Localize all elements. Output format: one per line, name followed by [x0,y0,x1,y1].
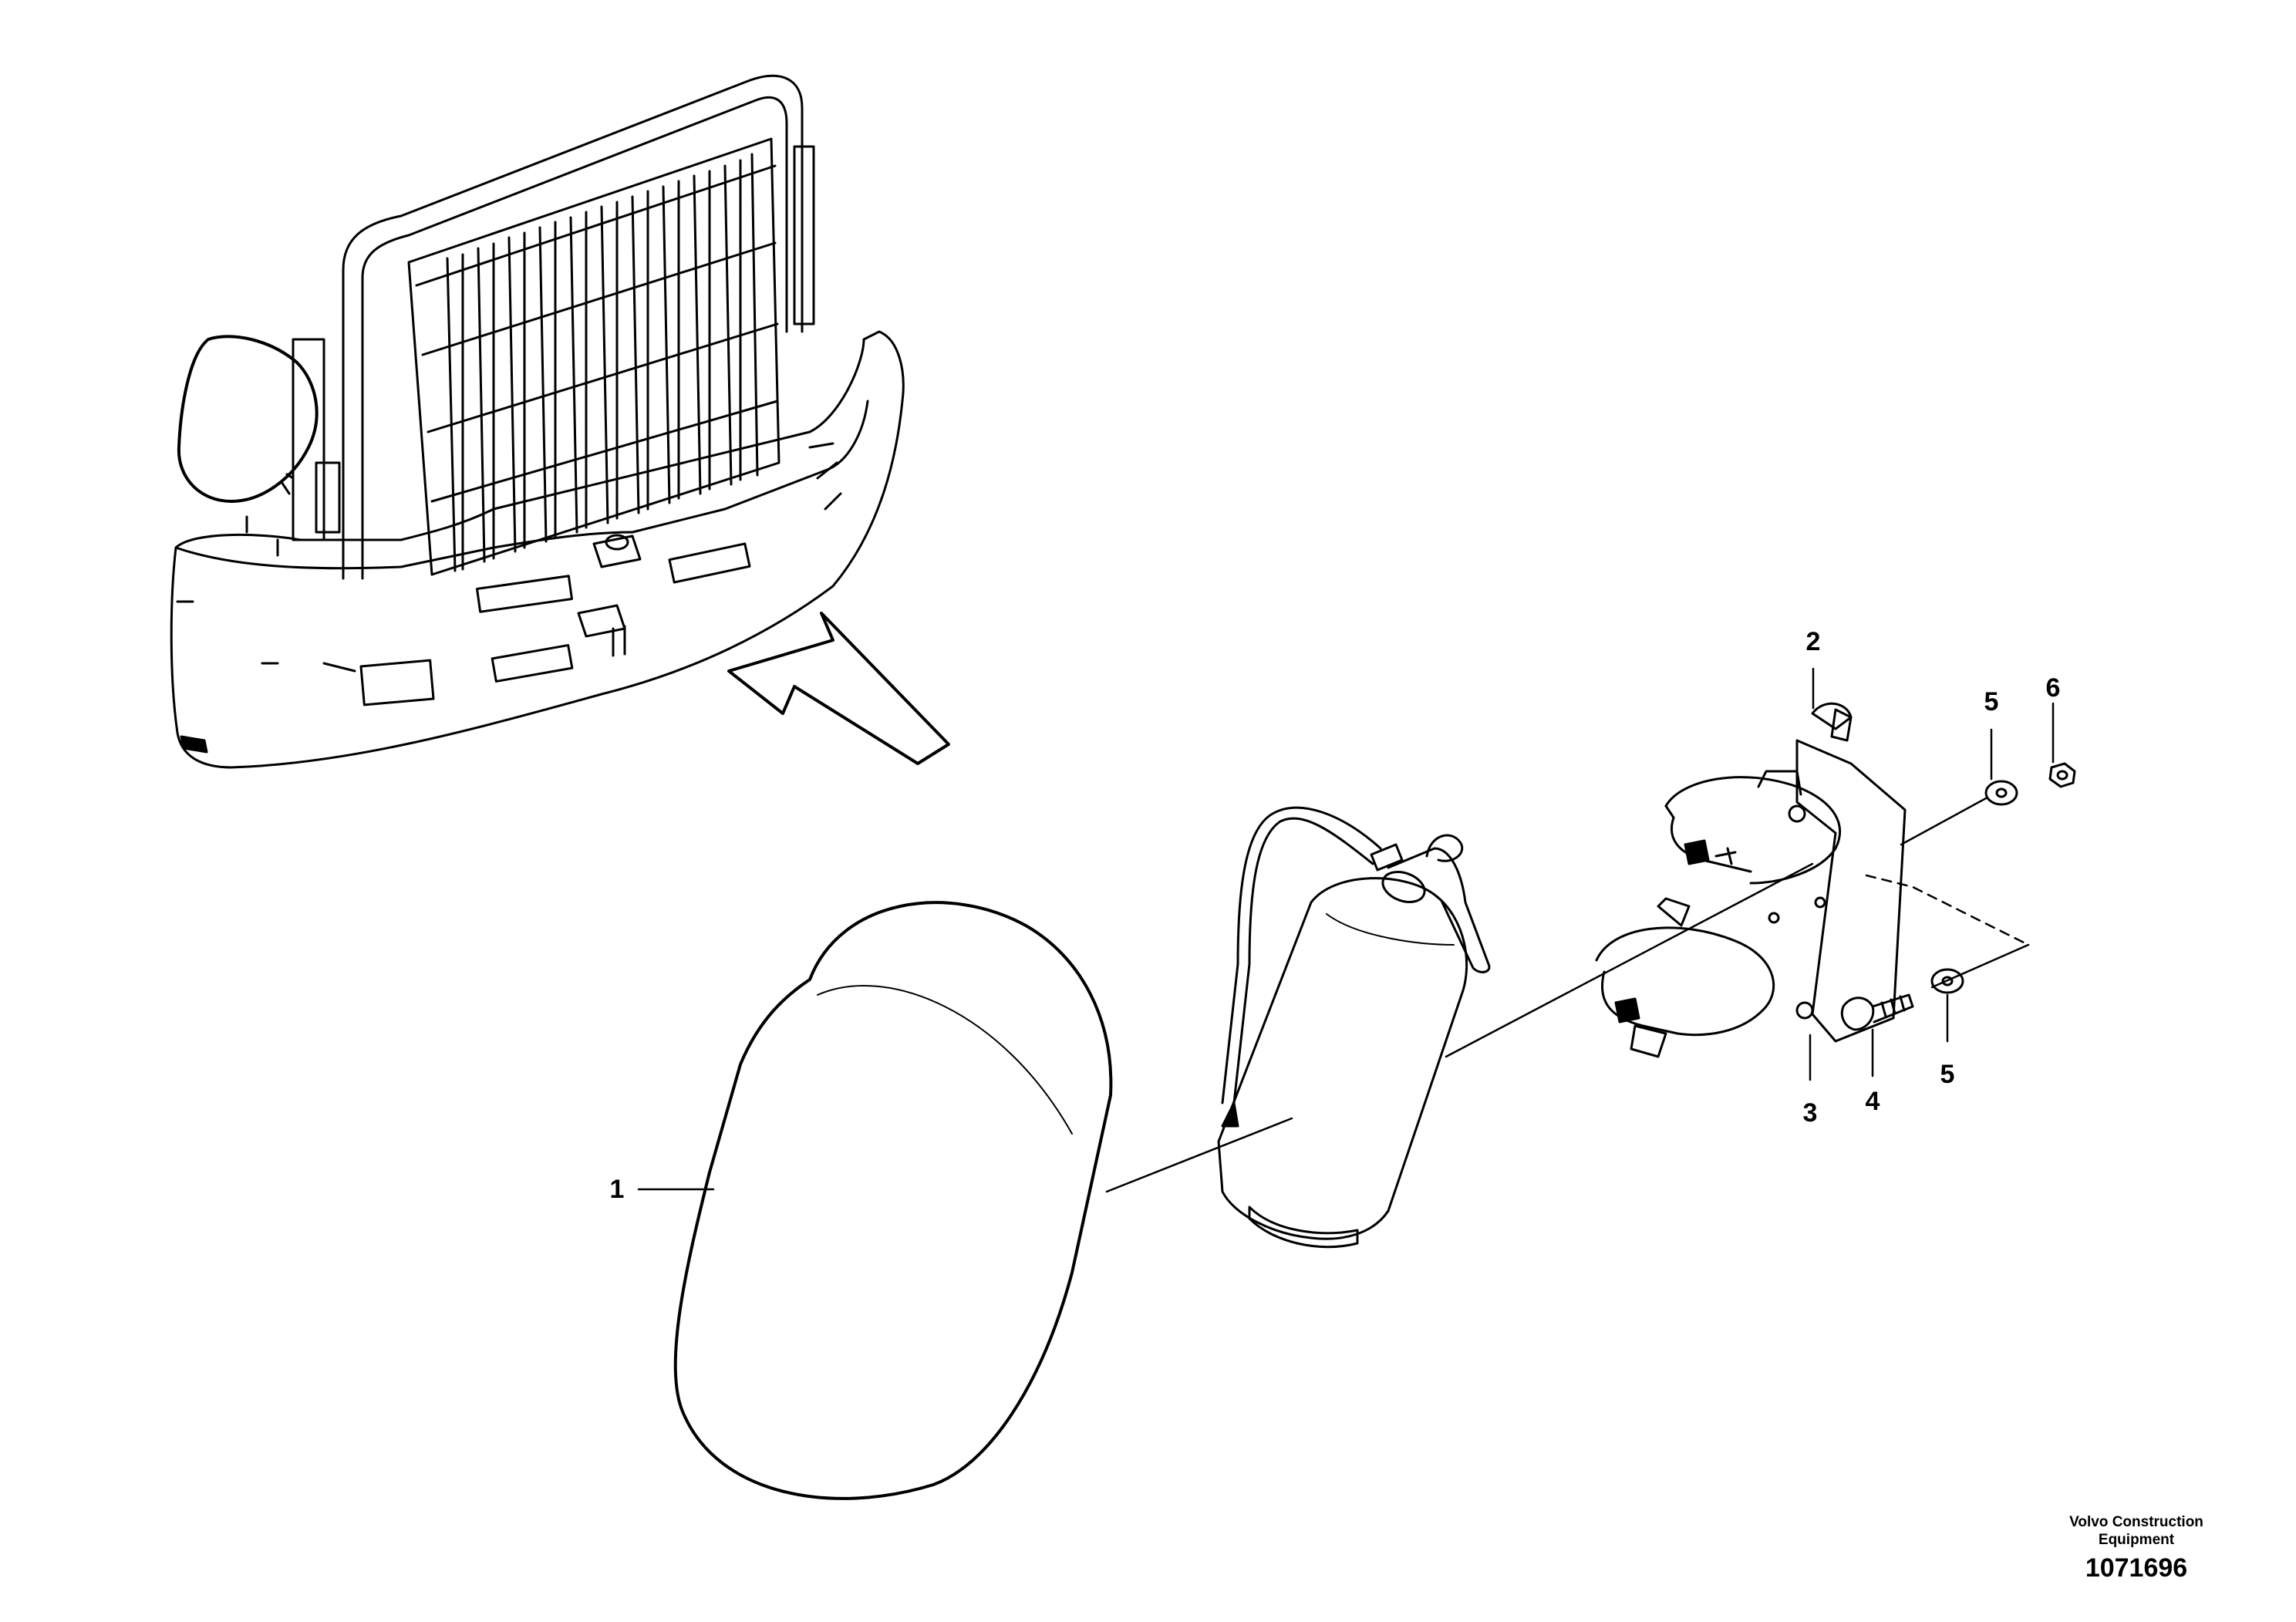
figure-number: 1071696 [2085,1553,2188,1583]
fire-extinguisher-illustration [1217,806,1491,1249]
view-direction-arrow-icon [727,612,950,765]
callout-3: 3 [1802,1098,1818,1128]
credit-line-1: Volvo Construction [2069,1514,2203,1530]
leader-lines [637,667,2055,1191]
callout-4: 4 [1865,1087,1880,1116]
credit-line-2: Equipment [2098,1532,2175,1548]
callout-5-lower: 5 [1940,1060,1955,1089]
nut-illustration [2048,762,2076,788]
machine-rear-overview-illustration [170,74,905,769]
washer-illustration [1930,780,2018,994]
callout-1: 1 [609,1175,625,1204]
callout-5-upper: 5 [1984,687,1999,717]
extinguisher-bracket-illustration [1595,702,1907,1058]
callout-6: 6 [2045,673,2061,703]
callout-2: 2 [1805,627,1821,656]
extinguisher-cover-illustration [673,901,1113,1500]
bolt-illustration [1840,993,1914,1031]
